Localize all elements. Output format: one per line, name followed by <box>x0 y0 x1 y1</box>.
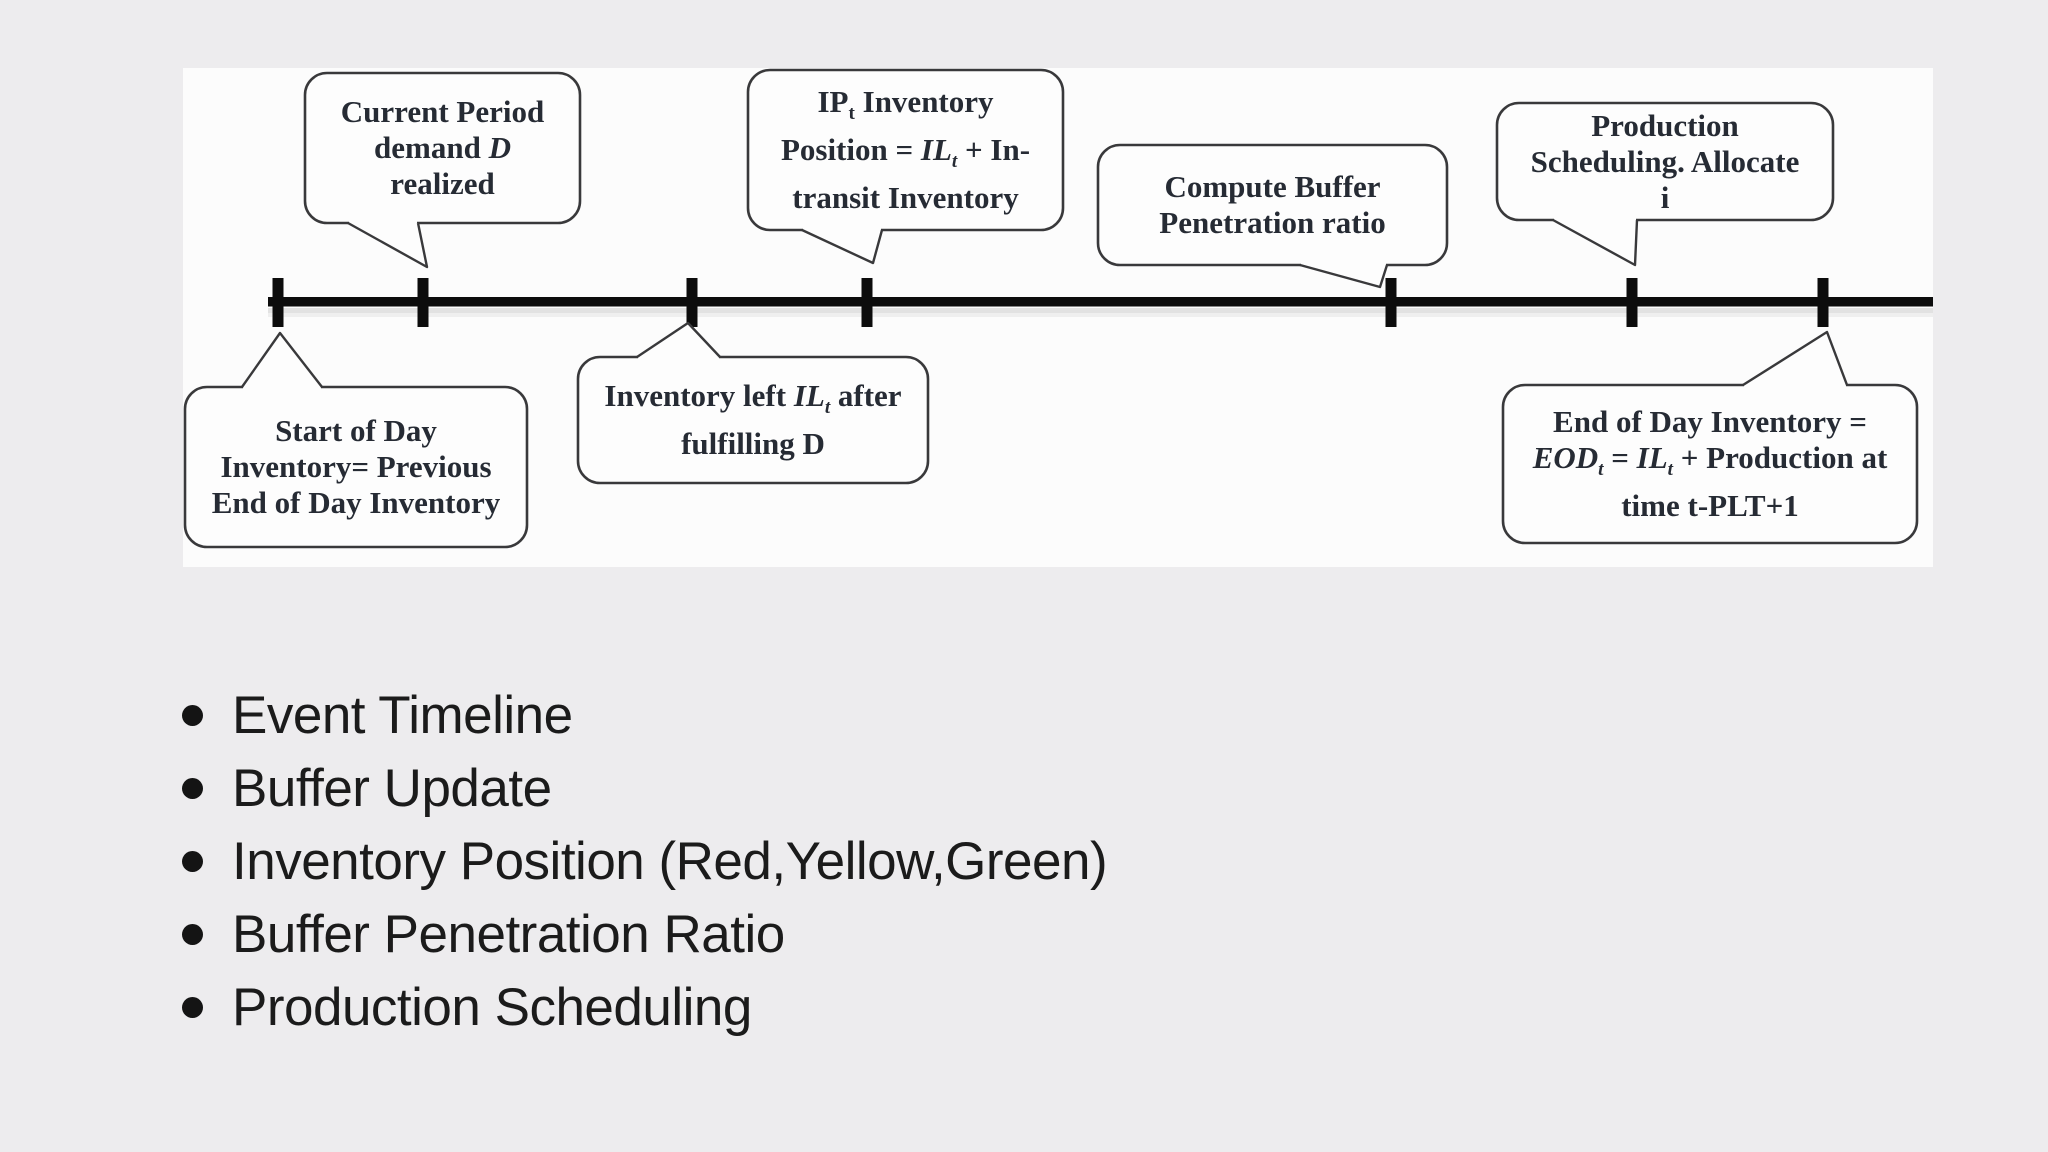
timeline-tick <box>686 278 698 327</box>
callout-bubble <box>576 355 930 485</box>
topic-list: Event Timeline Buffer Update Inventory P… <box>182 679 1108 1044</box>
callout-tail <box>347 221 429 269</box>
callout-bubble <box>183 385 529 549</box>
callout-bubble <box>1495 101 1835 222</box>
timeline-line <box>268 297 1933 307</box>
callout-tail <box>241 331 323 388</box>
timeline-shadow <box>268 308 1933 313</box>
callout-tail <box>1554 215 1636 222</box>
callout-bubble <box>1501 383 1919 545</box>
callout-tail <box>801 228 884 265</box>
callout-tail <box>636 321 721 358</box>
list-item-label: Buffer Penetration Ratio <box>232 905 785 964</box>
timeline-tick <box>1385 278 1397 327</box>
event-timeline-graphic <box>183 68 1933 549</box>
list-item: Inventory Position (Red,Yellow,Green) <box>182 825 1108 898</box>
timeline-shadow <box>268 313 1933 317</box>
bullet-icon <box>182 924 203 945</box>
list-item: Buffer Penetration Ratio <box>182 898 1107 971</box>
callout-tail <box>638 355 719 362</box>
list-item-label: Event Timeline <box>232 686 573 745</box>
callout-bubble <box>1096 143 1449 267</box>
callout-tail <box>1744 383 1846 390</box>
callout-bubble <box>746 68 1065 232</box>
bullet-icon <box>182 705 203 726</box>
list-item-label: Production Scheduling <box>232 978 752 1037</box>
callout-bubble <box>303 71 582 225</box>
callout-tail <box>1299 263 1389 289</box>
callout-tail <box>243 385 321 392</box>
bullet-icon <box>182 851 203 872</box>
callout-tail <box>1552 218 1639 267</box>
callout-tail <box>349 218 417 225</box>
callout-tail <box>1742 330 1849 387</box>
list-item: Production Scheduling <box>182 971 1107 1044</box>
timeline-tick <box>272 278 284 327</box>
callout-tail <box>803 225 881 232</box>
callout-tail <box>1301 260 1386 267</box>
list-item-label: Buffer Update <box>232 759 552 818</box>
list-item-label: Inventory Position (Red,Yellow,Green) <box>232 832 1108 891</box>
timeline-tick <box>1626 278 1638 327</box>
list-item: Buffer Update <box>182 752 1107 825</box>
timeline-tick <box>861 278 873 327</box>
bullet-icon <box>182 778 203 799</box>
timeline-tick <box>417 278 429 327</box>
timeline-tick <box>1817 278 1829 327</box>
list-item: Event Timeline <box>182 679 1107 752</box>
bullet-icon <box>182 997 203 1018</box>
